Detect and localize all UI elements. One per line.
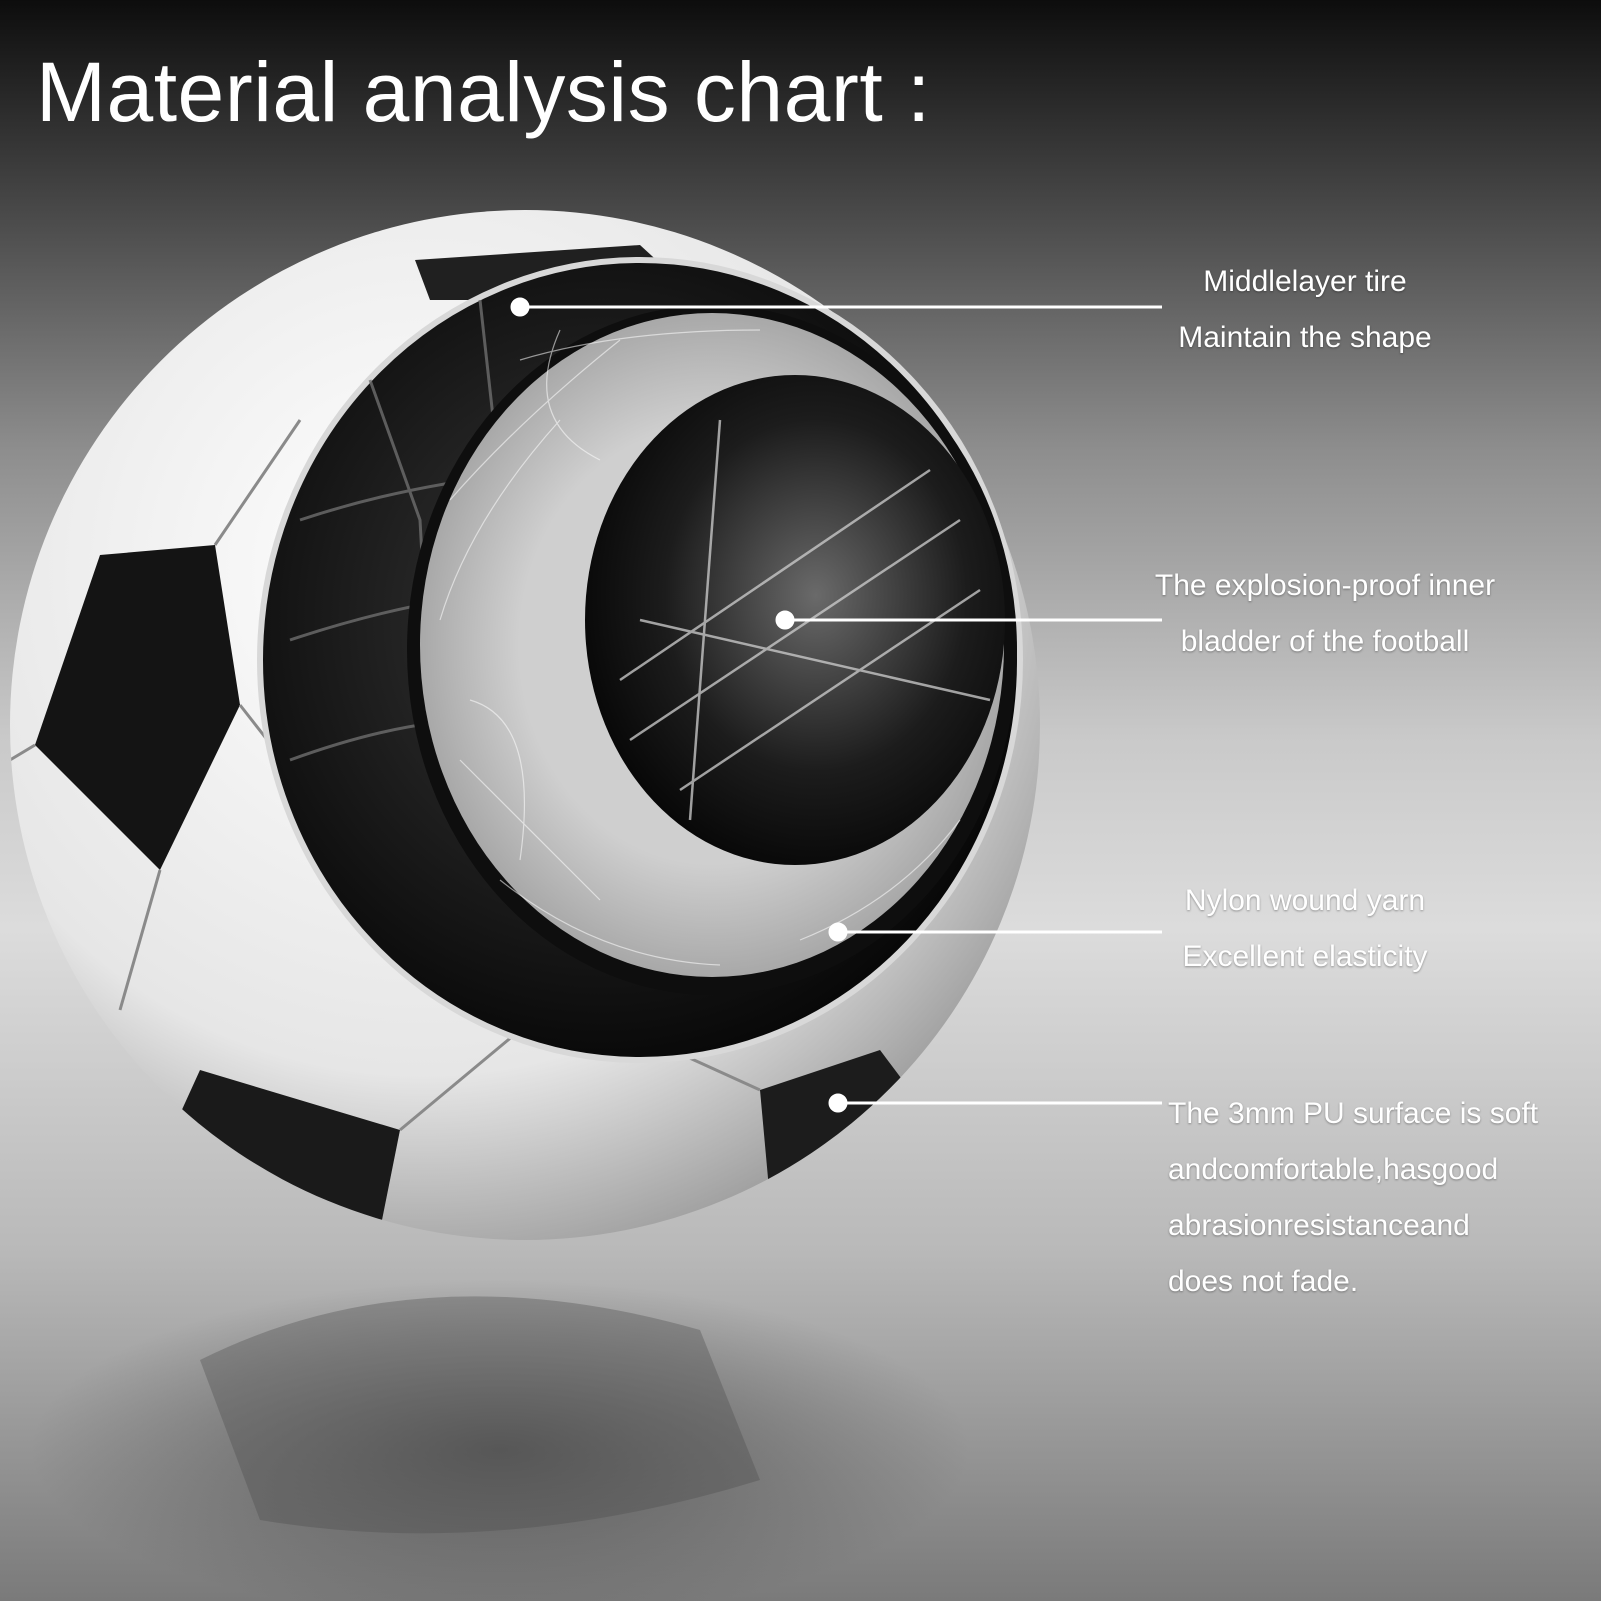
callout-line: bladder of the football [1180, 625, 1470, 658]
ball-reflection [30, 1280, 970, 1601]
callout-line: Maintain the shape [1178, 321, 1432, 354]
callout-line: The explosion-proof inner [1154, 569, 1496, 602]
bladder-grid [619, 419, 991, 821]
yarn-texture [439, 329, 961, 966]
callout-line: andcomfortable,hasgood [1168, 1153, 1499, 1186]
callout-line: Middlelayer tire [1203, 265, 1407, 298]
callout-nylon-yarn: Nylon wound yarn Excellent elasticity [1150, 873, 1460, 985]
callout-middle-layer: Middlelayer tire Maintain the shape [1150, 254, 1460, 366]
black-panel-left [35, 545, 240, 870]
callout-line: Excellent elasticity [1182, 940, 1428, 973]
leader-lines [510, 297, 1162, 1113]
callout-line: does not fade. [1168, 1265, 1359, 1298]
callout-pu-surface: The 3mm PU surface is soft andcomfortabl… [1168, 1086, 1588, 1310]
callout-line: Nylon wound yarn [1184, 884, 1426, 917]
callout-inner-bladder: The explosion-proof inner bladder of the… [1120, 558, 1530, 670]
page-title: Material analysis chart : [36, 45, 931, 139]
reflection-panel [200, 1296, 760, 1534]
outer-cavity-rim [257, 257, 1023, 1063]
callout-line: abrasionresistanceand [1168, 1209, 1470, 1242]
callout-line: The 3mm PU surface is soft [1168, 1097, 1539, 1130]
